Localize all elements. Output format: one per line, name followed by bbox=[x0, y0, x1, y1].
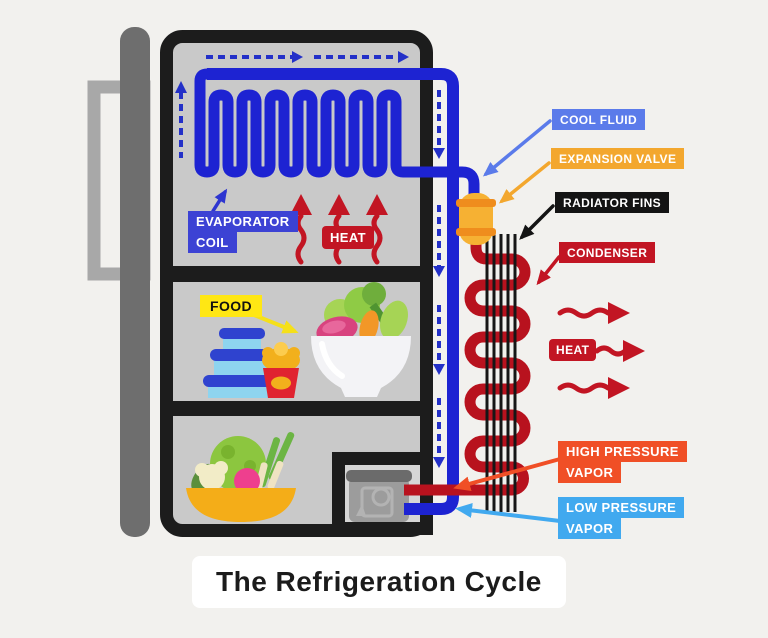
high-pressure-line2: VAPOR bbox=[558, 462, 622, 483]
evaporator-line1: EVAPORATOR bbox=[188, 211, 298, 232]
salad-bowl-icon bbox=[311, 282, 411, 397]
flow-arrows bbox=[175, 51, 445, 468]
heat-right-text: HEAT bbox=[549, 339, 597, 361]
high-pressure-line1: HIGH PRESSURE bbox=[558, 441, 687, 462]
condenser-label: CONDENSER bbox=[559, 242, 656, 263]
low-pressure-line1: LOW PRESSURE bbox=[558, 497, 685, 518]
shelf-divider bbox=[167, 266, 426, 282]
evaporator-line2: COIL bbox=[188, 232, 237, 253]
cool-fluid-label: COOL FLUID bbox=[552, 109, 646, 130]
cool-fluid-text: COOL FLUID bbox=[552, 109, 646, 130]
expansion-valve-label: EXPANSION VALVE bbox=[551, 148, 685, 169]
heat-top-text: HEAT bbox=[322, 226, 375, 249]
compressor-icon bbox=[346, 470, 412, 522]
radiator-fins-label: RADIATOR FINS bbox=[555, 192, 670, 213]
heat-label-right: HEAT bbox=[549, 339, 597, 361]
food-text: FOOD bbox=[200, 295, 263, 317]
low-pressure-line2: VAPOR bbox=[558, 518, 622, 539]
radiator-fins-text: RADIATOR FINS bbox=[555, 192, 670, 213]
evaporator-coil-label: EVAPORATOR COIL bbox=[188, 211, 298, 253]
condenser-text: CONDENSER bbox=[559, 242, 656, 263]
food-label: FOOD bbox=[200, 295, 263, 317]
door-edge bbox=[120, 27, 150, 537]
vegetable-bowl-icon bbox=[186, 431, 296, 522]
high-pressure-vapor-label: HIGH PRESSURE VAPOR bbox=[558, 441, 687, 483]
expansion-valve-icon bbox=[456, 193, 496, 245]
pointer-arrows bbox=[211, 119, 562, 523]
evaporator-coil bbox=[194, 68, 480, 198]
radiator-fins bbox=[485, 234, 517, 512]
shelf-divider bbox=[167, 401, 426, 416]
low-pressure-vapor-label: LOW PRESSURE VAPOR bbox=[558, 497, 685, 539]
snack-cup-icon bbox=[262, 342, 300, 398]
expansion-valve-text: EXPANSION VALVE bbox=[551, 148, 685, 169]
heat-arrows-right bbox=[557, 302, 645, 399]
coolant-pipe bbox=[194, 68, 480, 515]
food-containers-icon bbox=[203, 328, 281, 398]
heat-label-top: HEAT bbox=[322, 226, 375, 249]
diagram-title: The Refrigeration Cycle bbox=[192, 556, 566, 608]
